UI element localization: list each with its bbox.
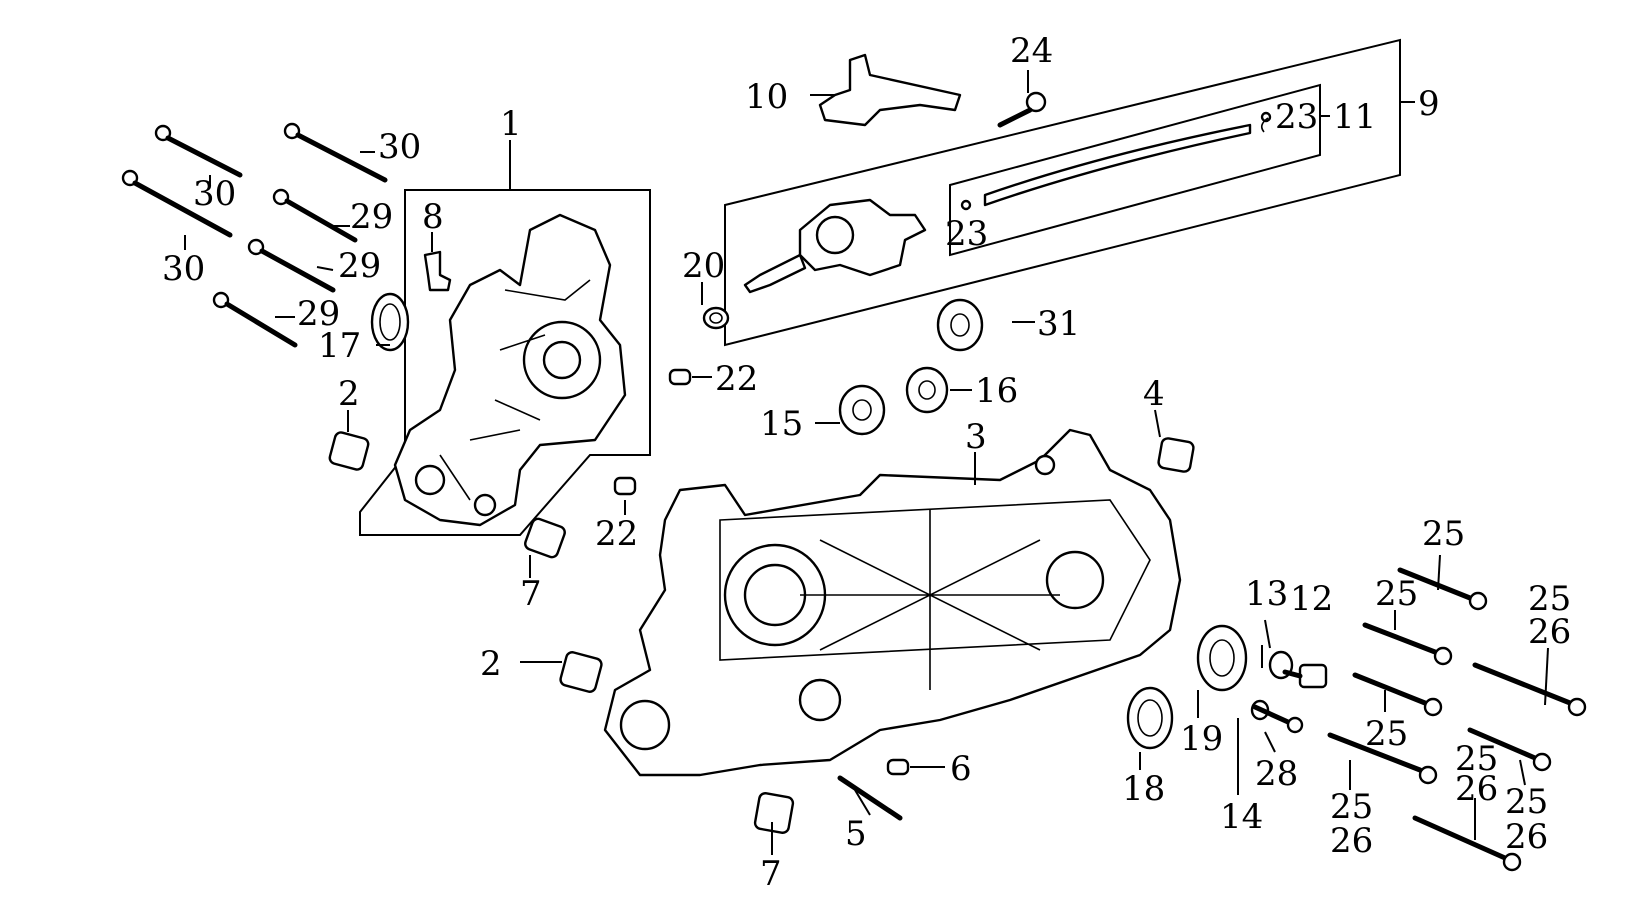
- callout-7-upper: 7: [520, 574, 542, 614]
- bolt-30-a: [154, 124, 243, 178]
- callout-25-d: 25: [1365, 714, 1408, 754]
- oil-seal-17: [370, 292, 410, 352]
- callout-29-c: 29: [297, 294, 340, 334]
- callout-25-b: 25: [1375, 574, 1418, 614]
- callout-29-b: 29: [338, 246, 381, 286]
- callout-3: 3: [965, 417, 987, 457]
- bolt-28: [1252, 704, 1304, 734]
- callout-7-lower: 7: [760, 854, 782, 894]
- bearing-16: [905, 366, 949, 414]
- callout-2-lower: 2: [480, 644, 502, 684]
- callout-2-upper: 2: [338, 374, 360, 414]
- callout-12: 12: [1290, 579, 1333, 619]
- drain-bolt-12: [1282, 663, 1328, 689]
- bolt-25-26-g: [1412, 815, 1522, 872]
- oil-seal-18: [1126, 686, 1174, 750]
- callout-5: 5: [845, 814, 867, 854]
- bolt-29-a: [272, 188, 358, 243]
- callout-25-e: 25: [1330, 787, 1373, 827]
- callout-1: 1: [500, 104, 522, 144]
- callout-4: 4: [1143, 374, 1165, 414]
- strainer-pipe: [960, 111, 1272, 211]
- sensor-8: [423, 250, 452, 292]
- callout-30-c: 30: [162, 249, 205, 289]
- callout-31: 31: [1037, 304, 1080, 344]
- bolt-25-d: [1352, 672, 1443, 717]
- callout-labels: 1 2 2 3 4 5 6 7 7 8 9 10 11 12 13 14 15 …: [162, 31, 1571, 894]
- group-1-frame: [359, 189, 651, 536]
- bolt-29-b: [247, 238, 336, 293]
- washer-20: [702, 306, 730, 330]
- bolt-25-f: [1467, 727, 1552, 772]
- pin-6: [886, 758, 910, 776]
- bearing-19: [1196, 624, 1248, 692]
- callout-18: 18: [1122, 769, 1165, 809]
- callout-26-e: 26: [1330, 821, 1373, 861]
- bushing-2-upper: [328, 431, 370, 471]
- callout-19: 19: [1180, 719, 1223, 759]
- callout-14: 14: [1220, 797, 1263, 837]
- bearing-15: [838, 384, 886, 436]
- right-crankcase-half: [603, 428, 1182, 777]
- group-11-frame: [949, 83, 1321, 257]
- pin-5: [837, 775, 903, 821]
- callout-13: 13: [1245, 574, 1288, 614]
- callout-11: 11: [1333, 97, 1376, 137]
- bolt-30-b: [283, 122, 388, 183]
- callout-29-a: 29: [350, 197, 393, 237]
- callout-26-g: 26: [1505, 817, 1548, 857]
- bolt-25-b: [1362, 622, 1453, 666]
- bolt-25-a: [1397, 567, 1488, 611]
- callout-24: 24: [1010, 31, 1053, 71]
- bolt-29-c: [212, 291, 298, 348]
- bushing-2-lower: [559, 651, 603, 693]
- callout-23-right: 23: [1275, 97, 1318, 137]
- bearing-31: [936, 298, 984, 352]
- callout-26-f: 26: [1455, 769, 1498, 809]
- callout-16: 16: [975, 371, 1018, 411]
- callout-15: 15: [760, 404, 803, 444]
- callout-28: 28: [1255, 754, 1298, 794]
- callout-25-g: 25: [1505, 782, 1548, 822]
- callout-30-a: 30: [378, 127, 421, 167]
- dowel-22-lower: [613, 476, 637, 496]
- bolt-25-26-c: [1472, 662, 1587, 717]
- bushing-4: [1157, 437, 1195, 473]
- bolt-30-c: [121, 169, 233, 238]
- callout-6: 6: [950, 749, 972, 789]
- bushing-7-upper: [524, 517, 566, 559]
- callout-9: 9: [1418, 84, 1440, 124]
- callout-25-a: 25: [1422, 514, 1465, 554]
- bolt-24: [997, 91, 1047, 128]
- callout-30-b: 30: [193, 174, 236, 214]
- callout-22-lower: 22: [595, 514, 638, 554]
- callout-17: 17: [318, 326, 361, 366]
- bracket-10: [818, 53, 962, 127]
- callout-25-c: 25: [1528, 579, 1571, 619]
- clip-23: [1260, 117, 1269, 133]
- callout-20: 20: [682, 246, 725, 286]
- dowel-22-upper: [668, 368, 692, 386]
- callout-22-upper: 22: [715, 359, 758, 399]
- callout-8: 8: [422, 197, 444, 237]
- callout-10: 10: [745, 77, 788, 117]
- oil-pump-assembly: [743, 198, 927, 294]
- bushing-7-lower: [753, 792, 795, 834]
- group-9-frame: [724, 38, 1401, 347]
- bolt-25-26-e: [1327, 732, 1438, 785]
- left-crankcase-half: [393, 213, 627, 527]
- leader-lines: [184, 70, 1549, 855]
- callout-25-f: 25: [1455, 739, 1498, 779]
- callout-26-c: 26: [1528, 612, 1571, 652]
- callout-23-left: 23: [945, 214, 988, 254]
